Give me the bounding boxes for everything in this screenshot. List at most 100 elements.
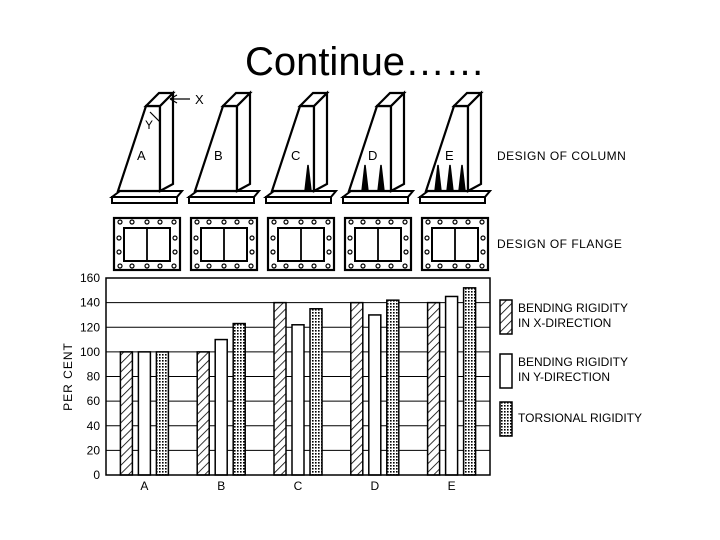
plot-frame xyxy=(105,277,491,476)
column-letter: C xyxy=(291,148,300,163)
column-rib xyxy=(361,164,369,192)
flange-bolt-hole xyxy=(465,263,471,269)
bar-d-series-1 xyxy=(350,301,364,476)
flange-bolt-hole xyxy=(480,235,486,241)
flange-bolt-hole xyxy=(325,263,331,269)
y-tick-label: 20 xyxy=(87,443,101,457)
flange-bolt-hole xyxy=(480,249,486,255)
flange-bolt-hole xyxy=(326,249,332,255)
axis-markers: X Y xyxy=(145,92,204,132)
column-c: C xyxy=(263,90,339,204)
legend-swatch-1 xyxy=(499,299,513,335)
legend-entry-2: BENDING RIGIDITY xyxy=(518,355,628,369)
y-tick-label: 140 xyxy=(80,296,100,310)
bar-c-series-1 xyxy=(273,301,287,476)
x-arrowhead xyxy=(169,94,178,104)
column-letter: A xyxy=(137,148,146,163)
legend-entry-3: TORSIONAL RIGIDITY xyxy=(518,411,642,425)
flange-d xyxy=(343,216,413,272)
flange-bolt-hole xyxy=(479,263,485,269)
flange-bolt-hole xyxy=(271,219,277,225)
column-top-face xyxy=(451,91,484,108)
bar-b-series-2 xyxy=(214,338,228,476)
flange-bolt-hole xyxy=(193,249,199,255)
flange-bolt-hole xyxy=(270,249,276,255)
column-b: B xyxy=(186,90,262,204)
x-tick-label: E xyxy=(448,479,456,493)
flange-bolt-hole xyxy=(271,263,277,269)
flange-bolt-hole xyxy=(129,219,135,225)
column-base-edge xyxy=(342,196,409,204)
column-side-face xyxy=(466,90,483,193)
column-base-edge xyxy=(188,196,255,204)
flange-bolt-hole xyxy=(375,263,381,269)
flange-bolt-hole xyxy=(388,219,394,225)
flange-bolt-hole xyxy=(437,263,443,269)
flange-bolt-hole xyxy=(221,219,227,225)
x-tick-label: B xyxy=(217,479,225,493)
bar-a-series-3 xyxy=(155,351,170,476)
column-d: D xyxy=(340,90,416,204)
y-tick-label: 80 xyxy=(87,370,101,384)
bar-d-series-3 xyxy=(386,299,400,476)
flange-bolt-hole xyxy=(325,219,331,225)
flange-bolt-hole xyxy=(172,249,178,255)
flange-bolt-hole xyxy=(206,219,212,225)
bar-c-series-2 xyxy=(291,324,305,476)
flange-bolt-hole xyxy=(249,249,255,255)
legend-entry-1: IN X-DIRECTION xyxy=(518,316,611,330)
column-side-face xyxy=(158,90,175,193)
column-top-face xyxy=(220,91,253,108)
y-tick-label: 40 xyxy=(87,419,101,433)
flange-bolt-hole xyxy=(116,235,122,241)
flange-bolt-hole xyxy=(424,235,430,241)
x-tick-label: D xyxy=(370,479,379,493)
bar-c-series-3 xyxy=(309,308,323,476)
flange-bolt-hole xyxy=(193,235,199,241)
flange-bolt-hole xyxy=(117,219,123,225)
flange-bolt-hole xyxy=(348,219,354,225)
x-tick-label: A xyxy=(140,479,148,493)
flange-b xyxy=(189,216,259,272)
flange-bolt-hole xyxy=(129,263,135,269)
bar-e-series-2 xyxy=(444,295,459,476)
legend-entry-2: IN Y-DIRECTION xyxy=(518,370,610,384)
flange-bolt-hole xyxy=(117,263,123,269)
bar-a-series-1 xyxy=(119,351,134,476)
flange-bolt-hole xyxy=(194,219,200,225)
chart-bars xyxy=(119,287,477,476)
column-rib xyxy=(446,164,454,192)
column-rib xyxy=(458,164,466,192)
y-tick-label: 0 xyxy=(93,468,100,482)
flange-bolt-hole xyxy=(425,219,431,225)
flange-bolt-hole xyxy=(171,219,177,225)
flange-bolt-hole xyxy=(465,219,471,225)
flange-bolt-hole xyxy=(437,219,443,225)
flange-bolt-hole xyxy=(479,219,485,225)
column-rib xyxy=(377,164,385,192)
bar-d-series-2 xyxy=(368,314,382,476)
bar-b-series-1 xyxy=(196,351,210,476)
y-axis-arrow xyxy=(149,111,161,123)
design-flange-label: DESIGN OF FLANGE xyxy=(497,237,622,251)
flange-bolt-hole xyxy=(157,263,163,269)
y-tick-label: 160 xyxy=(80,271,100,285)
flange-bolt-hole xyxy=(403,249,409,255)
flange-bolt-hole xyxy=(424,249,430,255)
column-rib xyxy=(434,164,442,192)
flange-bolt-hole xyxy=(388,263,394,269)
column-letter: B xyxy=(214,148,223,163)
flange-bolt-hole xyxy=(157,219,163,225)
column-letter: D xyxy=(368,148,377,163)
legend-swatch-3 xyxy=(499,401,513,437)
flange-a xyxy=(112,216,182,272)
flange-bolt-hole xyxy=(347,235,353,241)
column-top-face xyxy=(297,91,330,108)
slide-title: Continue…… xyxy=(244,40,486,84)
legend-entry-1: BENDING RIGIDITY xyxy=(518,301,628,315)
flange-bolt-hole xyxy=(298,263,304,269)
